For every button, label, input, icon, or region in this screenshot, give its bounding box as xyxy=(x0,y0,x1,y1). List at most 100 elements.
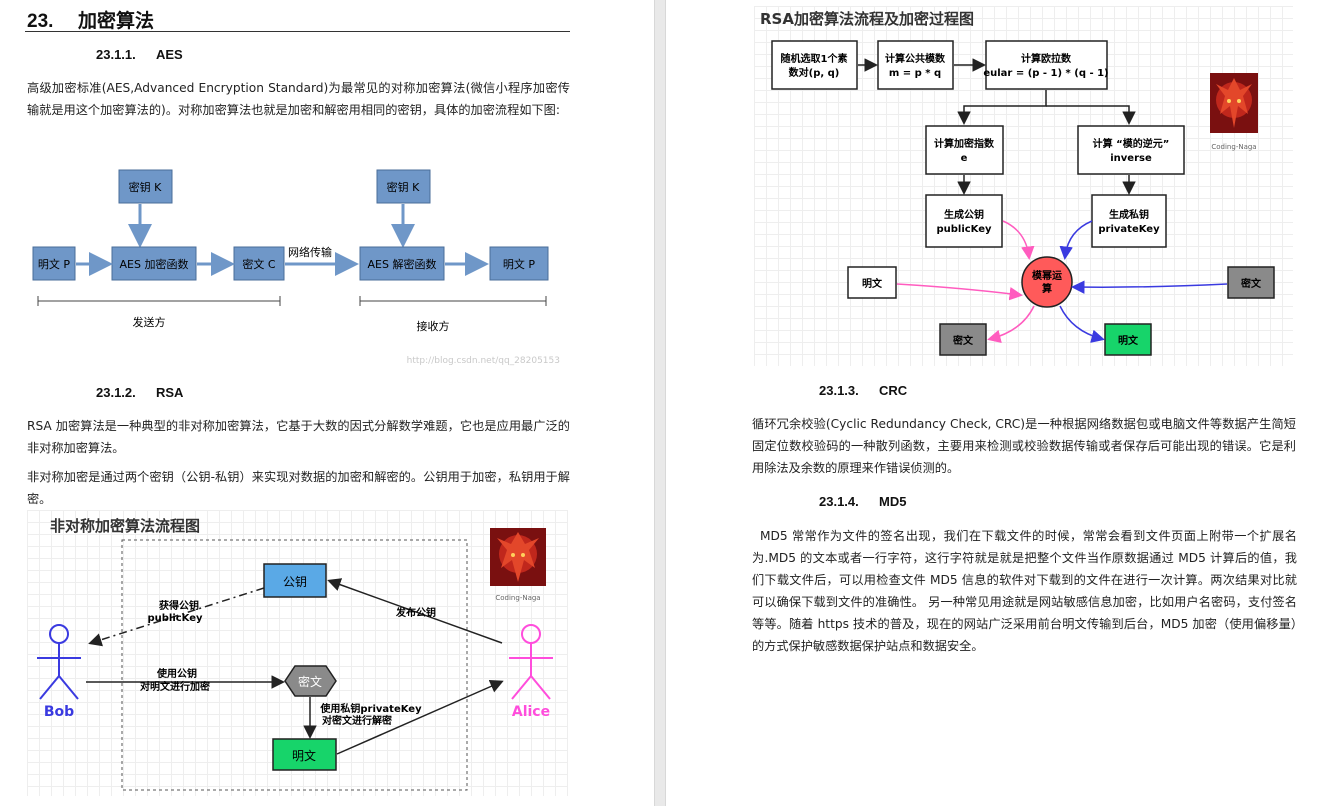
step-modulus-box: 计算公共模数 m = p * q xyxy=(877,40,954,90)
svg-text:公钥: 公钥 xyxy=(283,575,307,589)
svg-text:publicKey: publicKey xyxy=(936,224,992,235)
heading-rule xyxy=(25,31,570,32)
svg-text:密文: 密文 xyxy=(1241,277,1262,290)
svg-text:计算加密指数: 计算加密指数 xyxy=(934,137,995,150)
receiver-label: 接收方 xyxy=(417,319,450,333)
svg-text:明文: 明文 xyxy=(862,277,883,290)
alice-figure xyxy=(509,624,553,700)
svg-text:密钥 K: 密钥 K xyxy=(129,180,162,194)
svg-text:eular = (p - 1) * (q - 1): eular = (p - 1) * (q - 1) xyxy=(983,68,1108,79)
blue-arrow-out xyxy=(1059,305,1105,343)
modpow-node: 模幂运 算 xyxy=(1021,256,1073,308)
md5-number: 23.1.4. xyxy=(819,494,859,509)
svg-text:明文: 明文 xyxy=(292,748,316,763)
page-gutter xyxy=(654,0,666,806)
svg-text:明文 P: 明文 P xyxy=(503,257,535,271)
get-public-label: 获得公钥 xyxy=(158,599,199,612)
ciphertext-box: 密文 C xyxy=(233,246,285,281)
svg-text:生成公钥: 生成公钥 xyxy=(944,208,984,221)
ciphertext-hexagon: 密文 xyxy=(284,665,337,697)
svg-text:密文 C: 密文 C xyxy=(242,257,275,271)
blue-arrow-cipher xyxy=(1071,280,1228,294)
rsa-flow-diagram: RSA加密算法流程及加密过程图 随机选取1个素 数对(p, q) 计算公共模数 … xyxy=(754,6,1293,366)
aes-diagram: 密钥 K 密钥 K 明文 P AES 加密函数 密文 C A xyxy=(27,160,572,368)
use-public-label-2: 对明文进行加密 xyxy=(140,680,210,693)
aes-decrypt-box: AES 解密函数 xyxy=(359,246,445,281)
md5-heading: 23.1.4. MD5 xyxy=(819,494,906,509)
flow-avatar-logo xyxy=(1210,73,1258,133)
svg-text:明文: 明文 xyxy=(1118,334,1139,347)
aes-number: 23.1.1. xyxy=(96,47,136,62)
rsa-paragraph-2: 非对称加密是通过两个密钥（公钥-私钥）来实现对数据的加密和解密的。公钥用于加密，… xyxy=(27,470,570,506)
crc-heading: 23.1.3. CRC xyxy=(819,383,907,398)
svg-text:AES 解密函数: AES 解密函数 xyxy=(368,257,437,271)
step-prime-box: 随机选取1个素 数对(p, q) xyxy=(771,40,858,90)
watermark: http://blog.csdn.net/qq_28205153 xyxy=(407,356,560,366)
rsa-number: 23.1.2. xyxy=(96,385,136,400)
branch-left xyxy=(957,90,1047,125)
svg-text:密文: 密文 xyxy=(953,334,974,347)
plaintext-box: 明文 xyxy=(272,738,337,771)
rsa-flow-title: RSA加密算法流程及加密过程图 xyxy=(760,10,974,28)
svg-text:m = p * q: m = p * q xyxy=(889,68,941,79)
right-page: RSA加密算法流程及加密过程图 随机选取1个素 数对(p, q) 计算公共模数 … xyxy=(666,0,1329,806)
crc-title: CRC xyxy=(879,383,908,398)
bob-label: Bob xyxy=(44,704,74,720)
branch-right xyxy=(1046,105,1136,125)
section-heading: 23. 加密算法 xyxy=(27,6,154,33)
use-public-label: 使用公钥 xyxy=(156,667,197,680)
aes-encrypt-box: AES 加密函数 xyxy=(111,246,197,281)
use-private-label-2: 对密文进行解密 xyxy=(322,714,392,727)
crc-paragraph: 循环冗余校验(Cyclic Redundancy Check, CRC)是一种根… xyxy=(752,417,1296,475)
public-key-box: 公钥 xyxy=(263,563,327,598)
publish-label: 发布公钥 xyxy=(395,606,436,619)
svg-text:算: 算 xyxy=(1041,282,1052,295)
avatar-logo xyxy=(490,528,546,586)
deliver-arrow xyxy=(336,680,504,755)
step-euler-box: 计算欧拉数 eular = (p - 1) * (q - 1) xyxy=(983,40,1109,90)
svg-text:模幂运: 模幂运 xyxy=(1032,269,1062,282)
svg-text:e: e xyxy=(961,153,968,164)
svg-text:明文 P: 明文 P xyxy=(38,257,70,271)
blue-arrow-private xyxy=(1059,220,1093,260)
svg-text:随机选取1个素: 随机选取1个素 xyxy=(781,52,848,65)
svg-text:数对(p, q): 数对(p, q) xyxy=(789,66,840,79)
svg-text:AES 加密函数: AES 加密函数 xyxy=(120,257,189,271)
aes-paragraph: 高级加密标准(AES,Advanced Encryption Standard)… xyxy=(27,81,570,117)
public-key-gen-box: 生成公钥 publicKey xyxy=(925,194,1003,248)
aes-title: AES xyxy=(156,47,183,62)
svg-text:生成私钥: 生成私钥 xyxy=(1109,208,1149,221)
rsa-paragraph-1: RSA 加密算法是一种典型的非对称加密算法，它基于大数的因式分解数学难题，它也是… xyxy=(27,419,570,455)
svg-text:inverse: inverse xyxy=(1110,153,1152,164)
left-page: 23. 加密算法 23.1.1. AES 高级加密标准(AES,Advanced … xyxy=(0,0,654,806)
svg-text:密文: 密文 xyxy=(298,674,322,689)
ciphertext-output-box: 密文 xyxy=(939,323,987,356)
inverse-box: 计算 “模的逆元” inverse xyxy=(1077,125,1185,175)
crc-number: 23.1.3. xyxy=(819,383,859,398)
pink-arrow-public xyxy=(1002,220,1035,260)
bob-figure xyxy=(37,624,81,700)
logo-caption: Coding-Naga xyxy=(495,594,540,602)
plaintext-output-box: 明文 xyxy=(1104,323,1152,356)
svg-text:privateKey: privateKey xyxy=(1098,224,1160,235)
network-label: 网络传输 xyxy=(288,245,332,259)
svg-text:计算公共模数: 计算公共模数 xyxy=(885,52,946,65)
asym-diagram-title: 非对称加密算法流程图 xyxy=(50,517,200,535)
svg-text:计算欧拉数: 计算欧拉数 xyxy=(1021,52,1072,65)
get-public-en-label: publicKey xyxy=(147,613,203,624)
flow-logo-caption: Coding-Naga xyxy=(1211,143,1256,151)
get-public-arrow xyxy=(88,587,265,647)
publish-arrow xyxy=(327,578,503,644)
svg-text:密钥 K: 密钥 K xyxy=(387,180,420,194)
section-title: 加密算法 xyxy=(77,11,154,32)
plaintext-input-box: 明文 xyxy=(847,266,897,299)
exponent-box: 计算加密指数 e xyxy=(925,125,1004,175)
pink-arrow-plain xyxy=(896,283,1023,301)
svg-text:计算 “模的逆元”: 计算 “模的逆元” xyxy=(1093,137,1170,150)
dashed-boundary xyxy=(121,539,468,791)
key-box-1: 密钥 K xyxy=(118,169,173,204)
md5-title: MD5 xyxy=(879,494,907,509)
private-key-gen-box: 生成私钥 privateKey xyxy=(1091,194,1167,248)
md5-paragraph: MD5 常常作为文件的签名出现，我们在下载文件的时候，常常会看到文件页面上附带一… xyxy=(752,529,1297,653)
plaintext-in-box: 明文 P xyxy=(32,246,76,281)
